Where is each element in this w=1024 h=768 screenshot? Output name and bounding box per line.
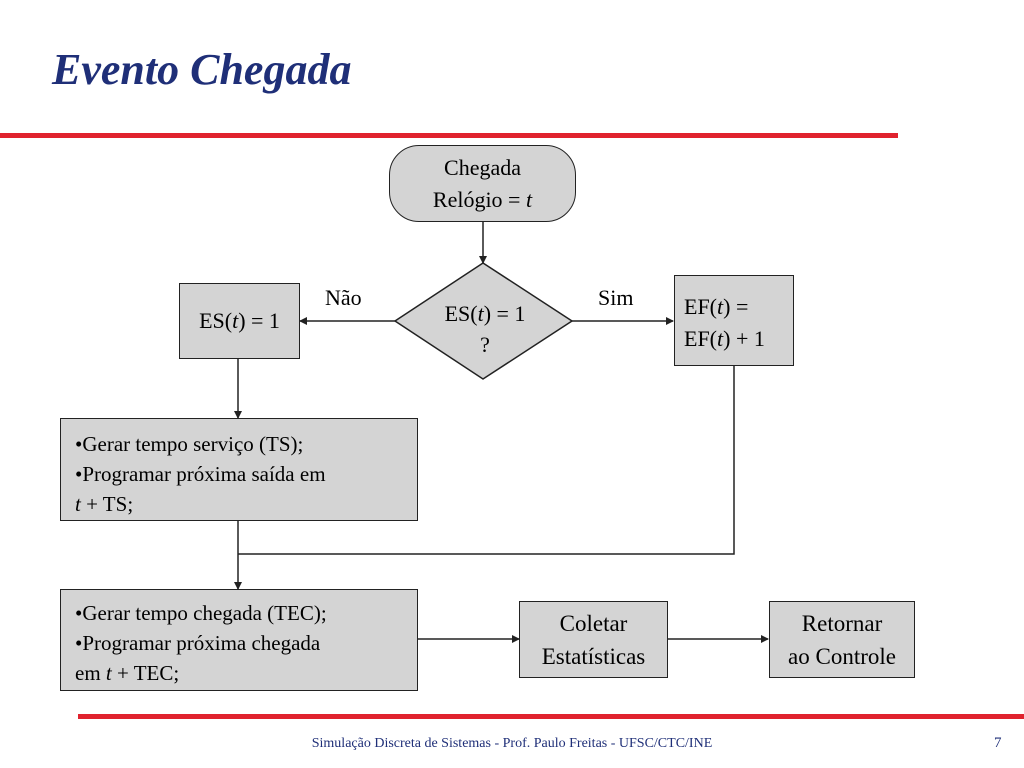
line-ef-down-merge	[238, 366, 735, 555]
box-service-actions: •Gerar tempo serviço (TS); •Programar pr…	[60, 418, 418, 521]
bottom-divider	[78, 714, 1024, 719]
service-item-2: •Programar próxima saída em	[75, 462, 326, 486]
service-item-1: •Gerar tempo serviço (TS);	[75, 432, 304, 456]
decision-text: ES(t) = 1 ?	[444, 301, 526, 357]
arrival-item-2: •Programar próxima chegada	[75, 631, 321, 655]
arrival-item-1: •Gerar tempo chegada (TEC);	[75, 601, 327, 625]
service-item-3: t + TS;	[75, 492, 134, 516]
arrival-item-3: em t + TEC;	[75, 661, 180, 685]
box-ef-increment: EF(t) = EF(t) + 1	[674, 275, 794, 366]
page-number: 7	[994, 735, 1002, 751]
start-node-chegada: Chegada Relógio = t	[389, 145, 576, 222]
start-node-line2: Relógio = t	[432, 186, 533, 212]
box-es-equals-1: ES(t) = 1	[179, 283, 300, 359]
box-retornar-controle: Retornar ao Controle	[769, 601, 915, 678]
box-coletar-estatisticas: Coletar Estatísticas	[519, 601, 668, 678]
label-nao: Não	[325, 285, 362, 310]
slide-footer: Simulação Discreta de Sistemas - Prof. P…	[311, 736, 713, 751]
start-node-line1: Chegada	[444, 154, 521, 180]
top-divider	[0, 133, 898, 138]
slide-title: Evento Chegada	[52, 45, 352, 94]
box-arrival-actions: •Gerar tempo chegada (TEC); •Programar p…	[60, 589, 418, 691]
decision-diamond	[393, 262, 574, 380]
label-sim: Sim	[598, 285, 634, 310]
